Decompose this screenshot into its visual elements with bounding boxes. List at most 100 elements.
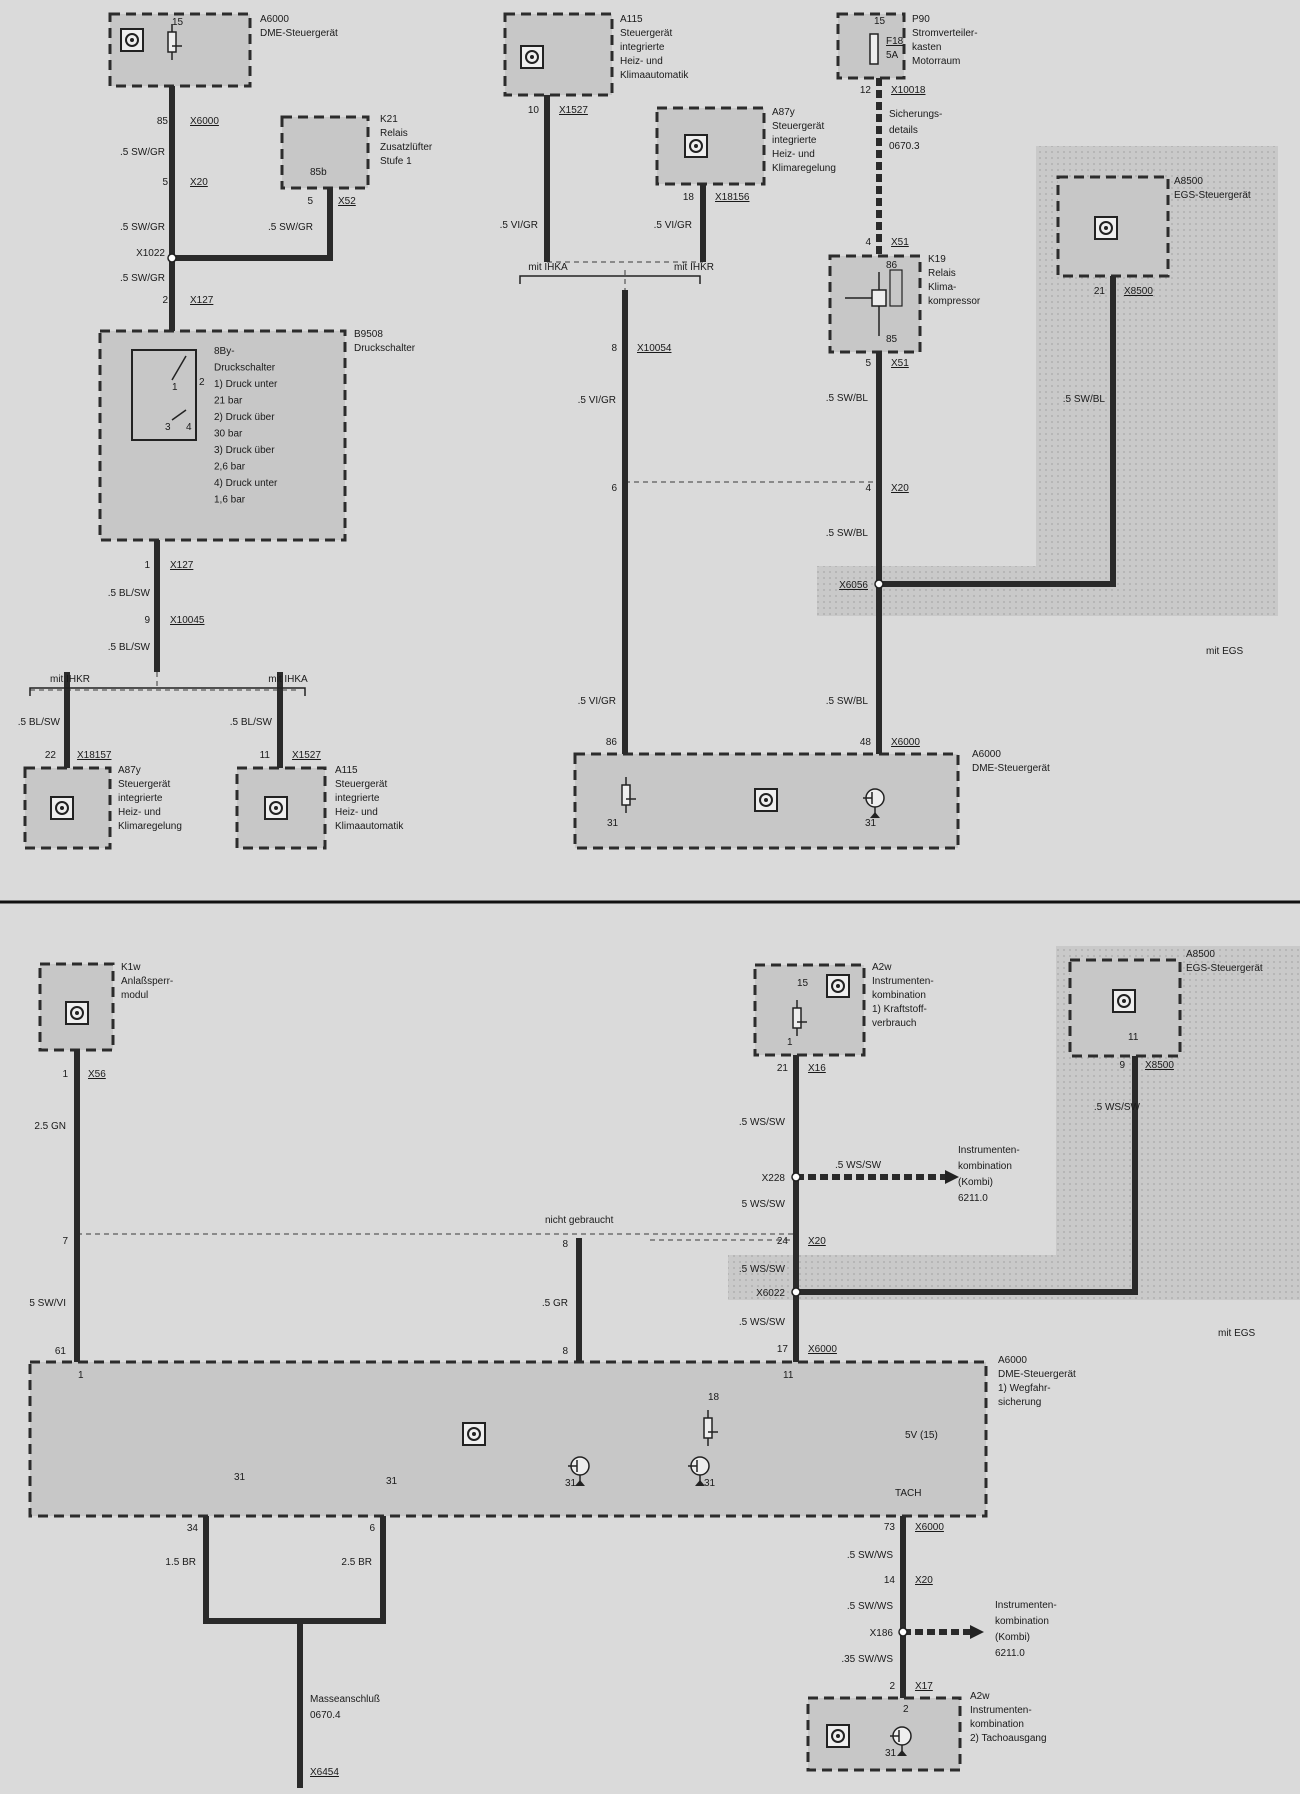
component-ref: A87y	[118, 765, 141, 776]
component-label: kombination	[872, 990, 926, 1001]
component-label: DME-Steuergerät	[260, 28, 338, 39]
diagram-label: X10018	[891, 85, 926, 96]
diagram-label: .5 WS/SW	[739, 1264, 786, 1275]
pin-label: 31	[607, 818, 619, 829]
diagram-label: .5 SW/BL	[1063, 394, 1106, 405]
diagram-label: 0670.3	[889, 141, 920, 152]
pin-label: 2	[903, 1704, 909, 1715]
transistor-icon	[568, 1456, 590, 1486]
resistor-body	[167, 31, 177, 53]
component-label: kombination	[970, 1719, 1024, 1730]
diagram-label: 73	[884, 1522, 896, 1533]
diagram-label: 18	[683, 192, 695, 203]
diagram-label: .5 GR	[542, 1298, 568, 1309]
icon-ring	[1117, 994, 1131, 1008]
component-label: Stromverteiler-	[912, 28, 978, 39]
diagram-label: X6000	[891, 737, 920, 748]
diagram-label: 5	[162, 177, 168, 188]
diagram-label: .5 SW/BL	[826, 528, 869, 539]
component-label: Motorraum	[912, 56, 960, 67]
control-unit-icon	[684, 134, 708, 158]
component-ref: A6000	[260, 14, 289, 25]
component-ref: A6000	[998, 1355, 1027, 1366]
icon-ring	[831, 979, 845, 993]
diagram-label: X186	[870, 1628, 894, 1639]
diagram-label: X10045	[170, 615, 205, 626]
switch-note: 3) Druck über	[214, 445, 275, 456]
transistor-icon	[890, 1726, 912, 1756]
diagram-label: Masseanschluß	[310, 1694, 380, 1705]
component-label: Klimaregelung	[118, 821, 182, 832]
diagram-label: details	[889, 125, 918, 136]
egs-option-shading	[728, 146, 1300, 1300]
component-label: integrierte	[335, 793, 380, 804]
icon-ring	[125, 33, 139, 47]
icon-ring	[759, 793, 773, 807]
ground-symbol	[695, 1480, 705, 1486]
transistor-icon	[688, 1456, 710, 1486]
relay-coil-icon	[871, 289, 887, 307]
component-box	[28, 1360, 988, 1518]
resistor-body	[621, 784, 631, 806]
diagram-label: .5 SW/BL	[826, 393, 869, 404]
diagram-label: .5 BL/SW	[230, 717, 273, 728]
diagram-label: 6	[611, 483, 617, 494]
diagram-label: X10054	[637, 343, 672, 354]
component-box	[98, 329, 347, 542]
wires	[64, 78, 1138, 1788]
diagram-label: X1022	[136, 248, 165, 259]
component-label: Relais	[928, 268, 956, 279]
pin-label: 11	[783, 1370, 794, 1381]
diagram-label: X20	[190, 177, 208, 188]
fuse-label: F18	[886, 36, 904, 47]
component-ref: K1w	[121, 962, 141, 973]
arrow-icon	[970, 1625, 984, 1639]
component-label: Steuergerät	[772, 121, 824, 132]
pin-label: 31	[234, 1472, 246, 1483]
component-label: Steuergerät	[118, 779, 170, 790]
fuse-rating: 5A	[886, 50, 899, 61]
option-label: mit IHKR	[50, 674, 90, 685]
component-label: 1) Wegfahr-	[998, 1383, 1051, 1394]
diagram-label: X228	[762, 1173, 786, 1184]
splice-point	[791, 1172, 801, 1182]
component-label: Heiz- und	[335, 807, 378, 818]
diagram-label: 2	[162, 295, 168, 306]
resistor-icon	[621, 777, 636, 813]
control-unit-icon	[754, 788, 778, 812]
diagram-label: 34	[187, 1523, 199, 1534]
diagram-label: X6454	[310, 1767, 339, 1778]
diagram-label: 48	[860, 737, 872, 748]
diagram-label: X127	[170, 560, 194, 571]
component-ref: A115	[620, 14, 643, 25]
component-label: Zusatzlüfter	[380, 142, 433, 153]
switch-note: 8By-	[214, 346, 235, 357]
component-label: DME-Steuergerät	[972, 763, 1050, 774]
option-label: mit IHKR	[674, 262, 714, 273]
diagram-label: 21	[777, 1063, 789, 1074]
splice-point	[898, 1627, 908, 1637]
diagram-label: X6000	[915, 1522, 944, 1533]
diagram-label: 6211.0	[995, 1648, 1025, 1659]
component-ref: A2w	[970, 1691, 990, 1702]
icon-ring	[689, 139, 703, 153]
component-label: Druckschalter	[354, 343, 416, 354]
icon-dot	[472, 1432, 476, 1436]
diagram-label: 2	[889, 1681, 895, 1692]
control-unit-icon	[826, 1724, 850, 1748]
pin-label: 86	[886, 260, 898, 271]
resistor-icon	[703, 1410, 718, 1446]
diagram-label: 8	[562, 1346, 568, 1357]
diagram-label: .5 BL/SW	[108, 588, 151, 599]
diagram-label: 8	[562, 1239, 568, 1250]
resistor-icon	[792, 1000, 807, 1036]
switch-note: 21 bar	[214, 396, 243, 407]
ground-symbol	[575, 1480, 585, 1486]
icon-dot	[530, 55, 534, 59]
